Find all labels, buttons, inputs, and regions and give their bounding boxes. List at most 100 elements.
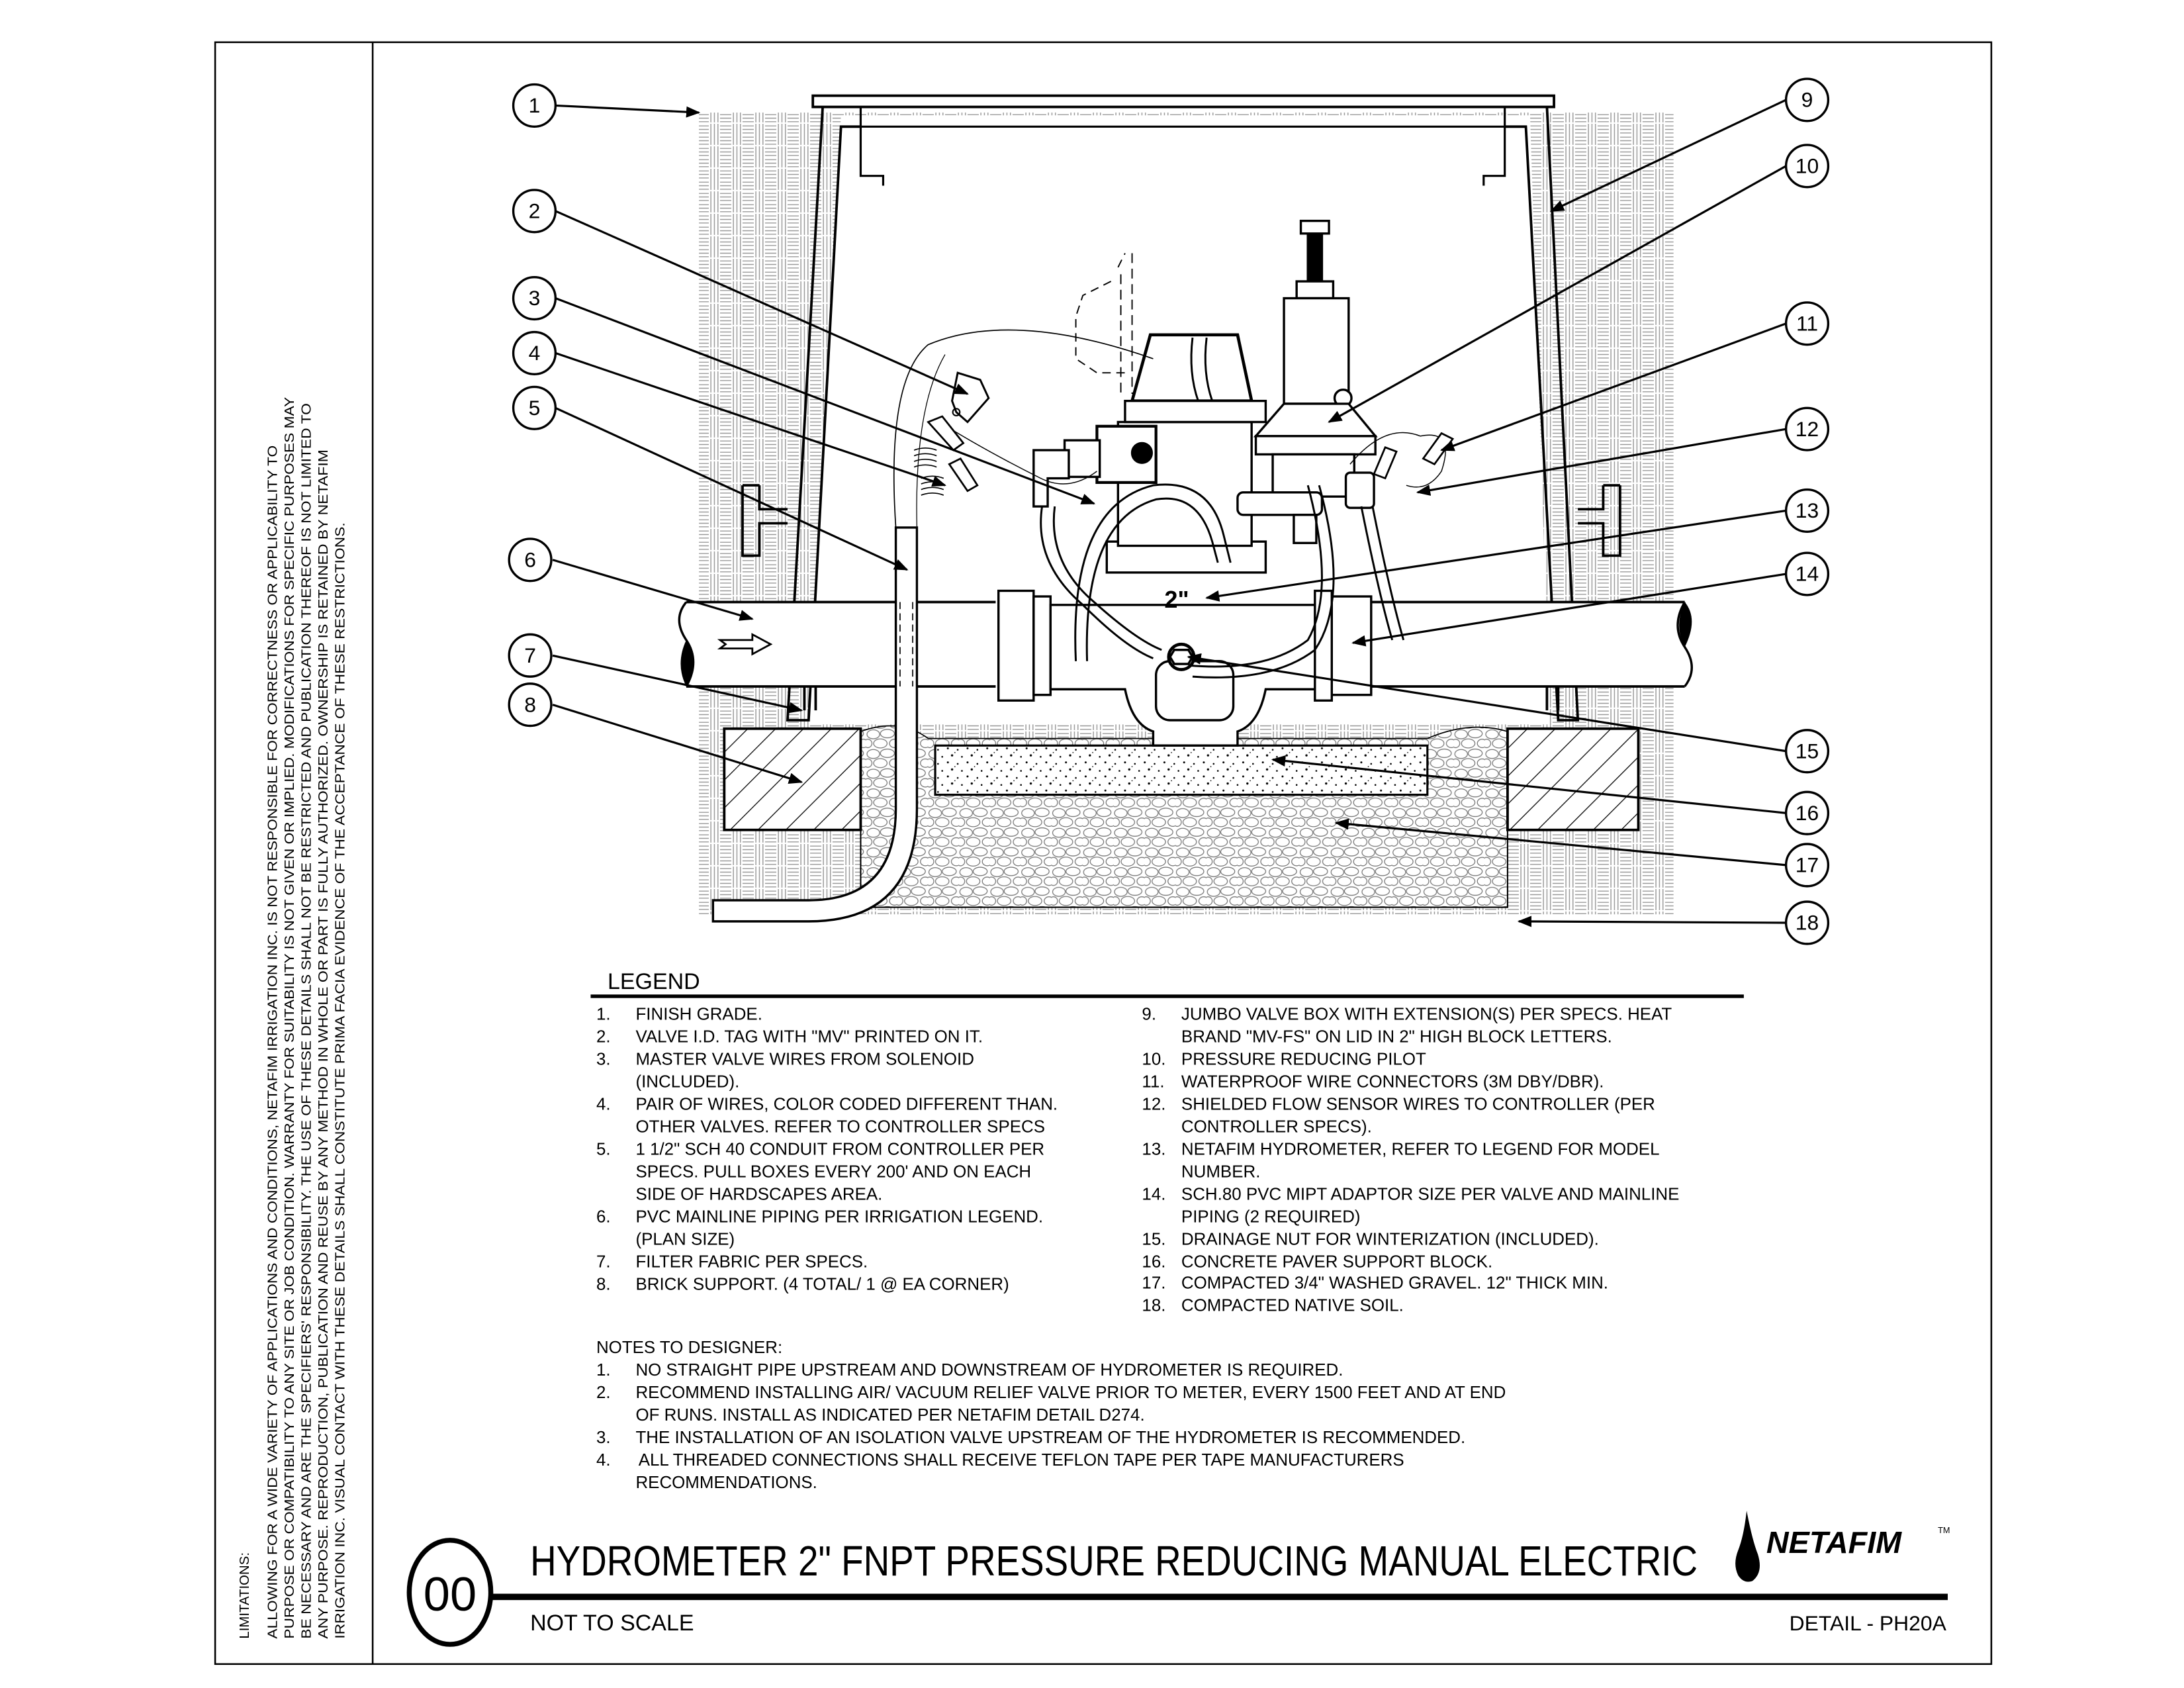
callout-number: 12 [1796,417,1819,441]
legend-text: COMPACTED 3/4" WASHED GRAVEL. 12" THICK … [1181,1274,1608,1292]
installation-drawing: 2" [508,77,1830,945]
legend-text: (PLAN SIZE) [635,1231,735,1249]
legend-text: FINISH GRADE. [635,1006,762,1024]
scale-note: NOT TO SCALE [530,1611,694,1636]
trademark-symbol: TM [1938,1525,1950,1535]
limitations-line: IRRIGATION INC. VISUAL CONTACT WITH THES… [332,522,348,1638]
wire-nut [948,457,979,492]
concrete-paver-block [934,744,1429,796]
note-text: THE INSTALLATION OF AN ISOLATION VALVE U… [635,1429,1465,1447]
legend-text: NETAFIM HYDROMETER, REFER TO LEGEND FOR … [1181,1141,1660,1159]
netafim-wordmark: NETAFIM [1766,1525,1902,1560]
limitations-line: BE NECESSARY AND ARE THE SPECIFIERS' RES… [298,403,314,1639]
excavation-line [860,829,1508,908]
legend-text: BRICK SUPPORT. (4 TOTAL/ 1 @ EA CORNER) [635,1276,1009,1294]
callout-2: 2 [512,189,557,234]
legend-number: 13. [1142,1141,1165,1159]
legend-text: VALVE I.D. TAG WITH "MV" PRINTED ON IT. [635,1028,983,1047]
legend-number: 7. [596,1253,611,1272]
pressure-reducing-pilot [1283,297,1350,405]
callout-17: 17 [1784,843,1830,888]
legend-title: LEGEND [608,969,700,994]
wire-nut [927,415,965,451]
callout-3: 3 [512,275,557,321]
legend-right-column: 9. JUMBO VALVE BOX WITH EXTENSION(S) PER… [1142,1006,1679,1315]
callout-4: 4 [512,330,557,375]
legend-number: 12. [1142,1096,1165,1114]
callout-7: 7 [508,633,553,678]
legend-text: OTHER VALVES. REFER TO CONTROLLER SPECS [635,1118,1045,1137]
legend-number: 6. [596,1208,611,1227]
legend-text: SIDE OF HARDSCAPES AREA. [635,1186,882,1204]
limitations-heading: LIMITATIONS: [238,1552,252,1639]
note-number: 1. [596,1361,611,1380]
legend-text: MASTER VALVE WIRES FROM SOLENOID [635,1051,974,1069]
limitations-block: LIMITATIONS: ALLOWING FOR A WIDE VARIETY… [238,397,347,1639]
callout-number: 11 [1796,311,1818,335]
spring-connector [913,447,937,468]
legend-left-column: 1. FINISH GRADE. 2. VALVE I.D. TAG WITH … [596,1006,1058,1294]
pilot-tubing [1040,337,1405,679]
callout-9: 9 [1784,77,1830,122]
callout-number: 8 [524,692,536,716]
wire-nut [1373,446,1398,480]
callout-16: 16 [1784,790,1830,835]
title-rule [490,1593,1948,1601]
callout-number: 2 [529,199,541,222]
note-text: NO STRAIGHT PIPE UPSTREAM AND DOWNSTREAM… [635,1361,1343,1380]
legend-text: CONTROLLER SPECS). [1181,1118,1372,1137]
legend-text: JUMBO VALVE BOX WITH EXTENSION(S) PER SP… [1181,1006,1672,1024]
callout-6: 6 [508,538,553,583]
brick-support-right [1506,727,1640,831]
legend-text: PRESSURE REDUCING PILOT [1181,1051,1426,1069]
legend-number: 11. [1142,1073,1164,1092]
legend-text: COMPACTED NATIVE SOIL. [1181,1296,1404,1315]
note-text: ALL THREADED CONNECTIONS SHALL RECEIVE T… [639,1451,1404,1470]
legend-text: SPECS. PULL BOXES EVERY 200' AND ON EACH [635,1163,1031,1182]
callout-13: 13 [1784,488,1830,533]
water-drop-icon [1735,1511,1760,1582]
limitations-line: PURPOSE OR COMPATIBILITY TO ANY SITE OR … [281,397,297,1639]
legend-number: 15. [1142,1231,1165,1249]
note-text: RECOMMENDATIONS. [635,1474,817,1492]
note-number: 2. [596,1383,611,1402]
legend-text: NUMBER. [1181,1163,1260,1182]
legend-number: 3. [596,1051,611,1069]
callout-8: 8 [508,682,553,727]
valve-box-lid [811,94,1555,109]
legend-text: PIPING (2 REQUIRED) [1181,1208,1361,1227]
callout-number: 18 [1796,911,1819,935]
callout-number: 7 [524,643,536,667]
note-text: RECOMMEND INSTALLING AIR/ VACUUM RELIEF … [635,1383,1506,1402]
legend-number: 10. [1142,1051,1165,1069]
sheet-border [214,41,1993,1665]
netafim-logo: NETAFIM TM [1735,1511,1950,1582]
callout-1: 1 [512,83,557,128]
pilot-adjust-stem [1306,230,1324,283]
callout-number: 9 [1801,88,1813,112]
hydrometer-valve-assembly: 2" [997,219,1378,747]
limitations-line: ALLOWING FOR A WIDE VARIETY OF APPLICATI… [265,445,281,1639]
legend-text: WATERPROOF WIRE CONNECTORS (3M DBY/DBR). [1181,1073,1604,1092]
legend-text: 1 1/2" SCH 40 CONDUIT FROM CONTROLLER PE… [635,1141,1044,1159]
flow-direction-arrow-icon [717,633,773,656]
callout-5: 5 [512,385,557,430]
note-text: OF RUNS. INSTALL AS INDICATED PER NETAFI… [635,1406,1144,1425]
limitations-line: ANY PURPOSE. REPRODUCTION, PUBLICATION A… [315,449,330,1639]
title-block: 00 HYDROMETER 2" FNPT PRESSURE REDUCING … [406,1511,1950,1647]
legend-text: SCH.80 PVC MIPT ADAPTOR SIZE PER VALVE A… [1181,1186,1679,1204]
callout-number: 5 [529,396,541,420]
legend-number: 14. [1142,1186,1165,1204]
callout-number: 17 [1796,853,1819,876]
callout-number: 16 [1796,801,1819,825]
legend-number: 17. [1142,1274,1165,1292]
notes-to-designer: NOTES TO DESIGNER: 1. NO STRAIGHT PIPE U… [596,1338,1506,1492]
adaptor-left [997,589,1035,702]
legend-number: 16. [1142,1253,1165,1272]
callout-14: 14 [1784,551,1830,596]
callout-number: 13 [1796,498,1819,522]
legend-text: SHIELDED FLOW SENSOR WIRES TO CONTROLLER… [1181,1096,1655,1114]
callout-number: 14 [1796,562,1819,586]
legend-number: 2. [596,1028,611,1047]
